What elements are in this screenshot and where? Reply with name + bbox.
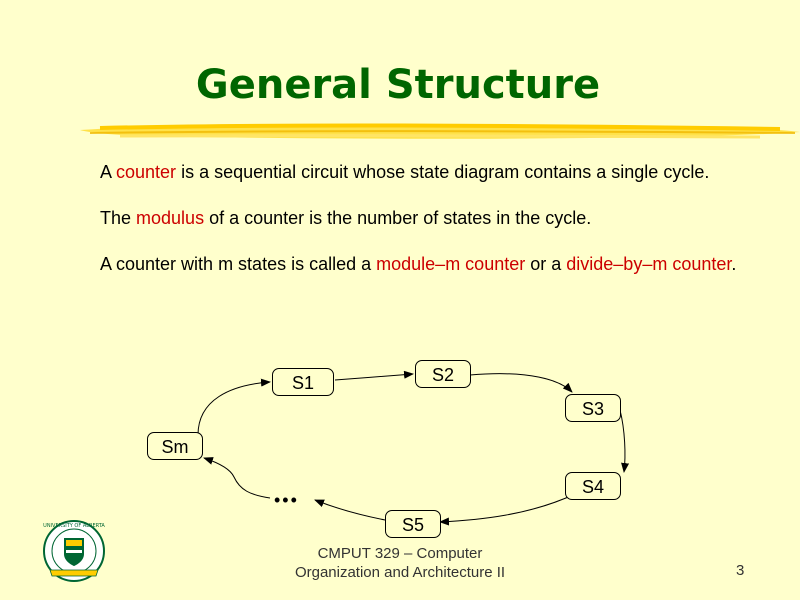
- arrow-s2-s3: [469, 373, 573, 393]
- university-of-alberta-logo: UNIVERSITY OF ALBERTA: [43, 520, 105, 582]
- highlighted-term: divide–by–m counter: [566, 254, 732, 274]
- paragraph-text: is a sequential circuit whose state diag…: [176, 162, 710, 182]
- state-s4: S4: [565, 472, 621, 500]
- slide-title: General Structure: [195, 62, 601, 108]
- paragraph-counter-definition: A counter is a sequential circuit whose …: [100, 160, 740, 184]
- paragraph-text: The: [100, 208, 137, 228]
- state-diagram-arrows: [197, 370, 630, 526]
- svg-text:UNIVERSITY OF ALBERTA: UNIVERSITY OF ALBERTA: [43, 523, 105, 529]
- paragraph-text: or a: [525, 254, 567, 274]
- arrow-sm-s1: [197, 378, 271, 436]
- state-sm: Sm: [147, 432, 203, 460]
- paragraph-module-m-counter: A counter with m states is called a modu…: [100, 252, 740, 276]
- arrow-s5-ellipsis: [314, 499, 386, 521]
- slide-footer: CMPUT 329 – Computer Organization and Ar…: [250, 544, 550, 582]
- state-diagram: S1 S2 S3 S4 S5 Sm •••: [0, 340, 800, 550]
- paragraph-modulus-definition: The modulus of a counter is the number o…: [100, 206, 740, 230]
- footer-course-line1: CMPUT 329 – Computer: [317, 545, 483, 562]
- highlighted-term: module–m counter: [376, 254, 526, 274]
- highlighted-term: counter: [116, 162, 177, 182]
- paragraph-text: of a counter is the number of states in …: [204, 208, 592, 228]
- state-s3: S3: [565, 394, 621, 422]
- paragraph-text: .: [731, 254, 737, 274]
- title-underline-brush: [80, 123, 800, 139]
- arrow-ellipsis-sm: [203, 457, 271, 499]
- arrow-s1-s2: [334, 370, 414, 381]
- page-number: 3: [736, 562, 745, 579]
- paragraph-text: A counter with m states is called a: [100, 254, 377, 274]
- arrow-s4-s5: [439, 493, 576, 526]
- ellipsis-dots: •••: [274, 490, 299, 510]
- state-s1: S1: [272, 368, 334, 396]
- arrow-s3-s4: [619, 409, 630, 473]
- highlighted-term: modulus: [136, 208, 205, 228]
- footer-course-line2: Organization and Architecture II: [294, 564, 506, 581]
- paragraph-text: A: [100, 162, 117, 182]
- state-s2: S2: [415, 360, 471, 388]
- state-s5: S5: [385, 510, 441, 538]
- slide-body: A counter is a sequential circuit whose …: [100, 160, 740, 298]
